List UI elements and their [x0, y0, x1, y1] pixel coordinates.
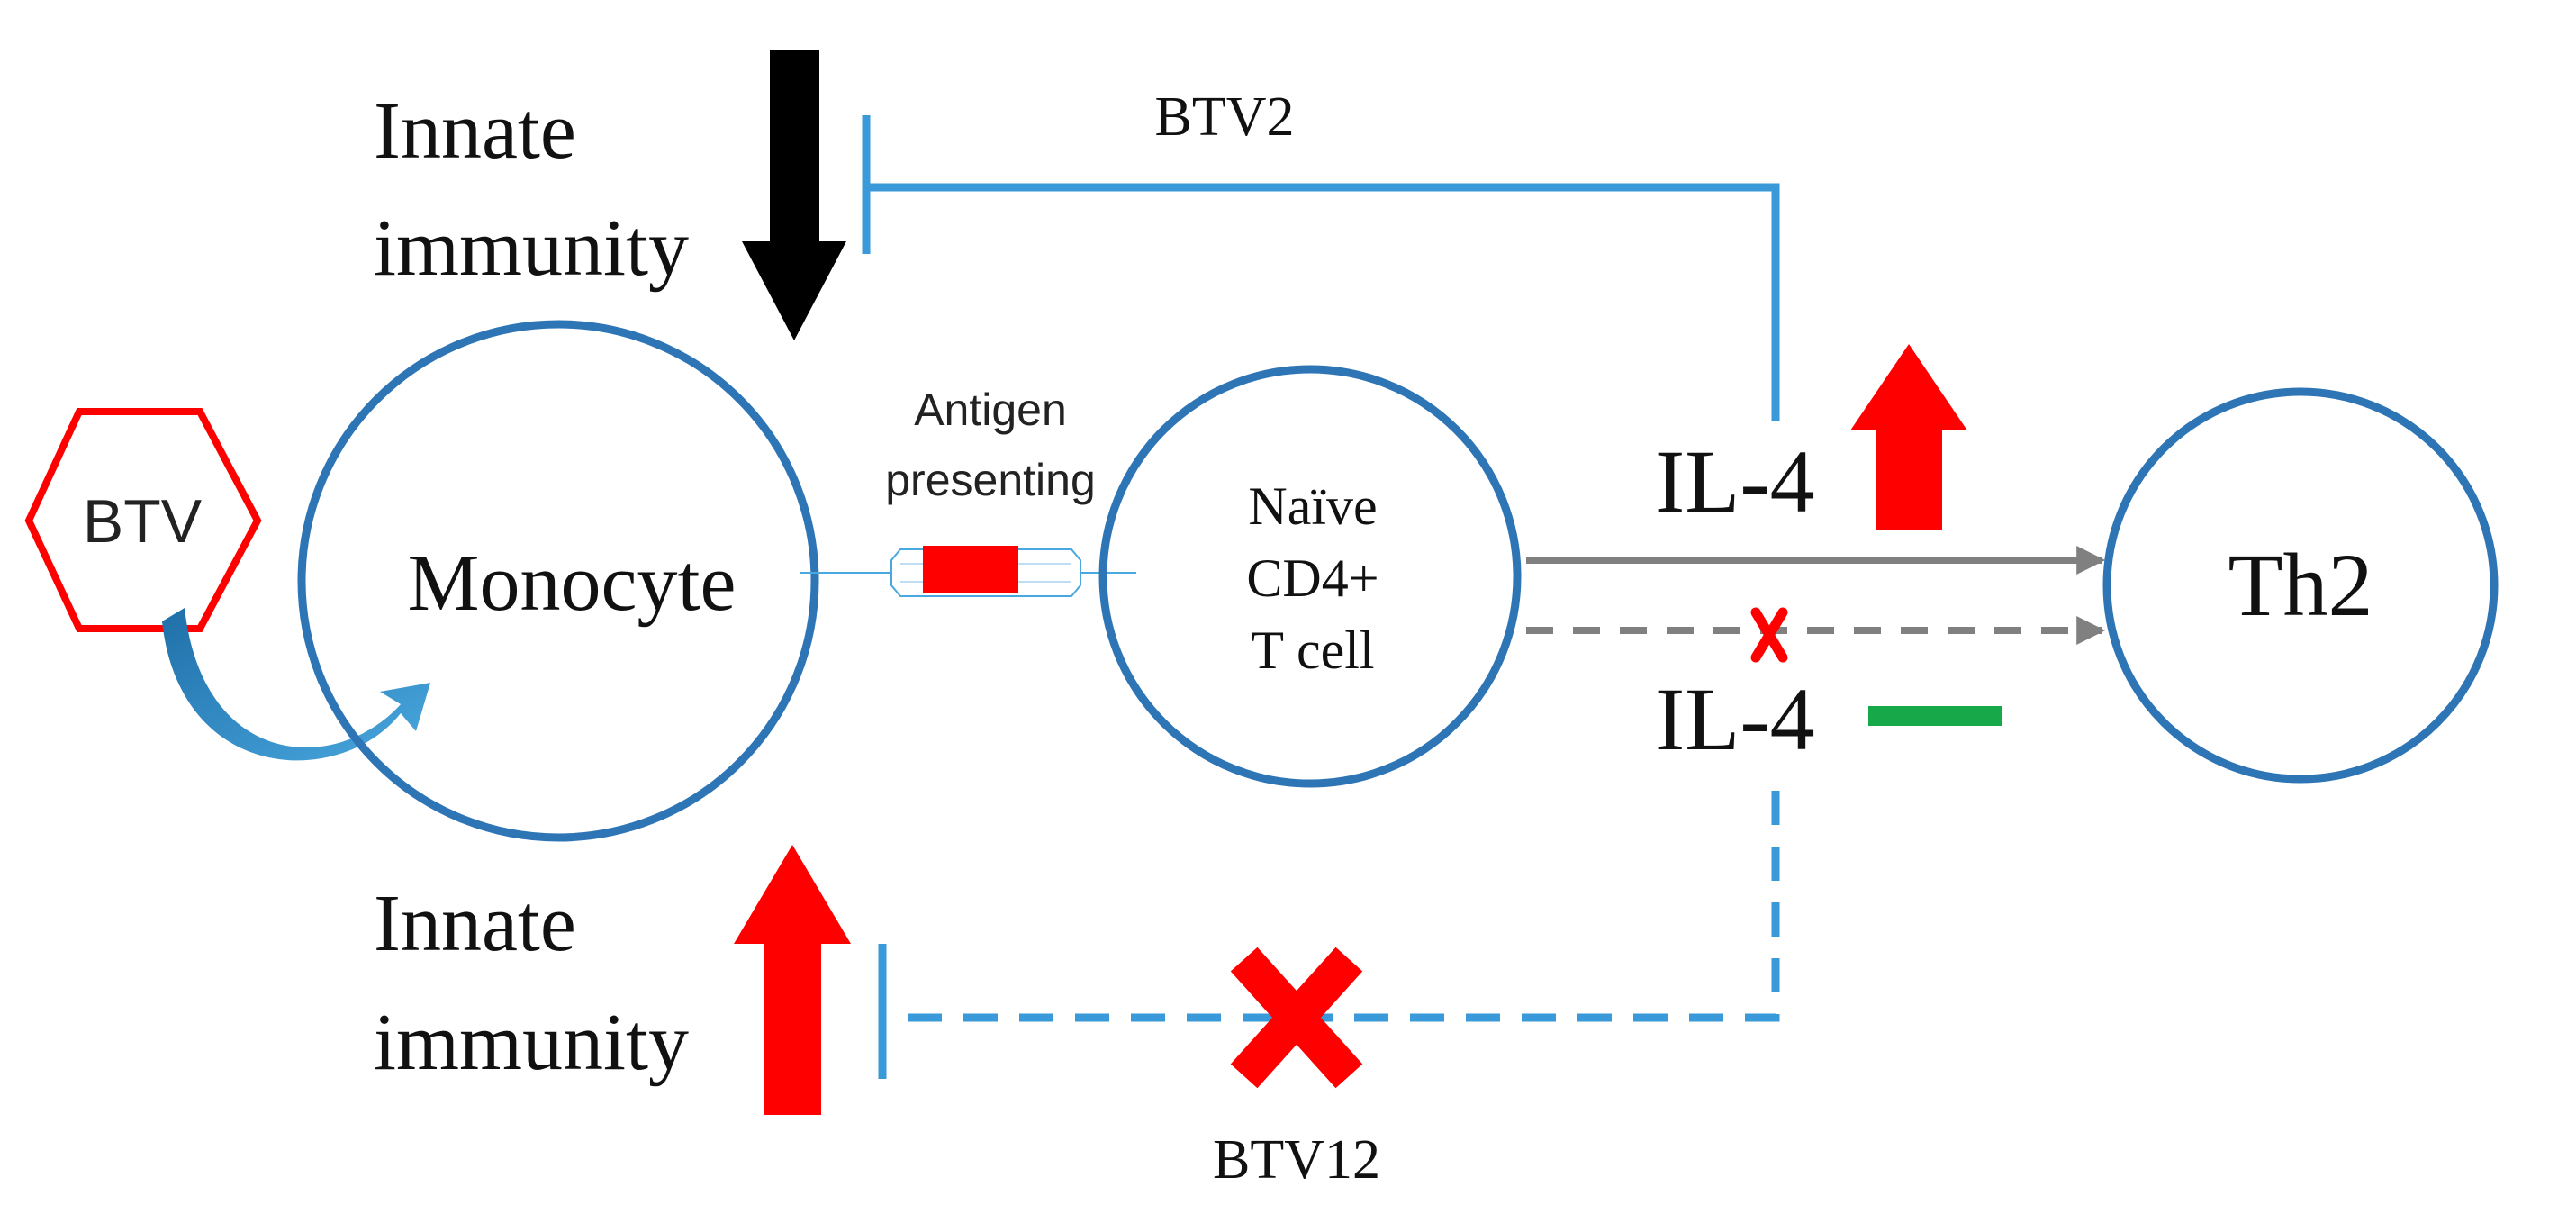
- antigen-red-block: [923, 546, 1018, 593]
- innate-immunity-bottom-label-line2: immunity: [374, 998, 689, 1087]
- naive-label-line3: T cell: [1251, 621, 1374, 680]
- big-x-icon: [1230, 947, 1363, 1089]
- innate-immunity-bottom-label-line1: Innate: [374, 879, 576, 968]
- monocyte-cell: [297, 320, 819, 842]
- btv-hexagon: [24, 408, 262, 632]
- up-arrow-icon: [1850, 344, 1967, 530]
- il4-neutral-label: IL-4: [1655, 669, 1815, 769]
- antigen-presentation-complex: [800, 546, 1136, 597]
- th2-label: Th2: [2228, 535, 2373, 635]
- up-arrow-bottom-icon: [734, 845, 851, 1115]
- btv12-inhibition-line: [882, 791, 1780, 1022]
- antigen-label-line1: Antigen: [914, 385, 1067, 435]
- th2-cell: [2102, 387, 2499, 784]
- monocyte-label: Monocyte: [408, 539, 737, 628]
- innate-immunity-top-label-line2: immunity: [374, 204, 689, 293]
- naive-label-line2: CD4+: [1246, 548, 1378, 608]
- btv2-inhibition-line: [866, 183, 1780, 421]
- innate-immunity-top-label-line1: Innate: [374, 86, 576, 176]
- btv12-label: BTV12: [1213, 1129, 1380, 1191]
- antigen-label-line2: presenting: [885, 455, 1096, 505]
- infection-arrow: [162, 608, 430, 761]
- btv-label: BTV: [83, 487, 203, 556]
- il4-up-label: IL-4: [1655, 431, 1815, 531]
- down-arrow-icon: [742, 50, 846, 340]
- small-x-icon: [1750, 607, 1788, 663]
- naive-label-line1: Naïve: [1248, 476, 1377, 536]
- btv2-label: BTV2: [1155, 86, 1295, 148]
- naive-t-cell: [1098, 365, 1522, 788]
- neutral-bar-icon: [1868, 706, 2002, 726]
